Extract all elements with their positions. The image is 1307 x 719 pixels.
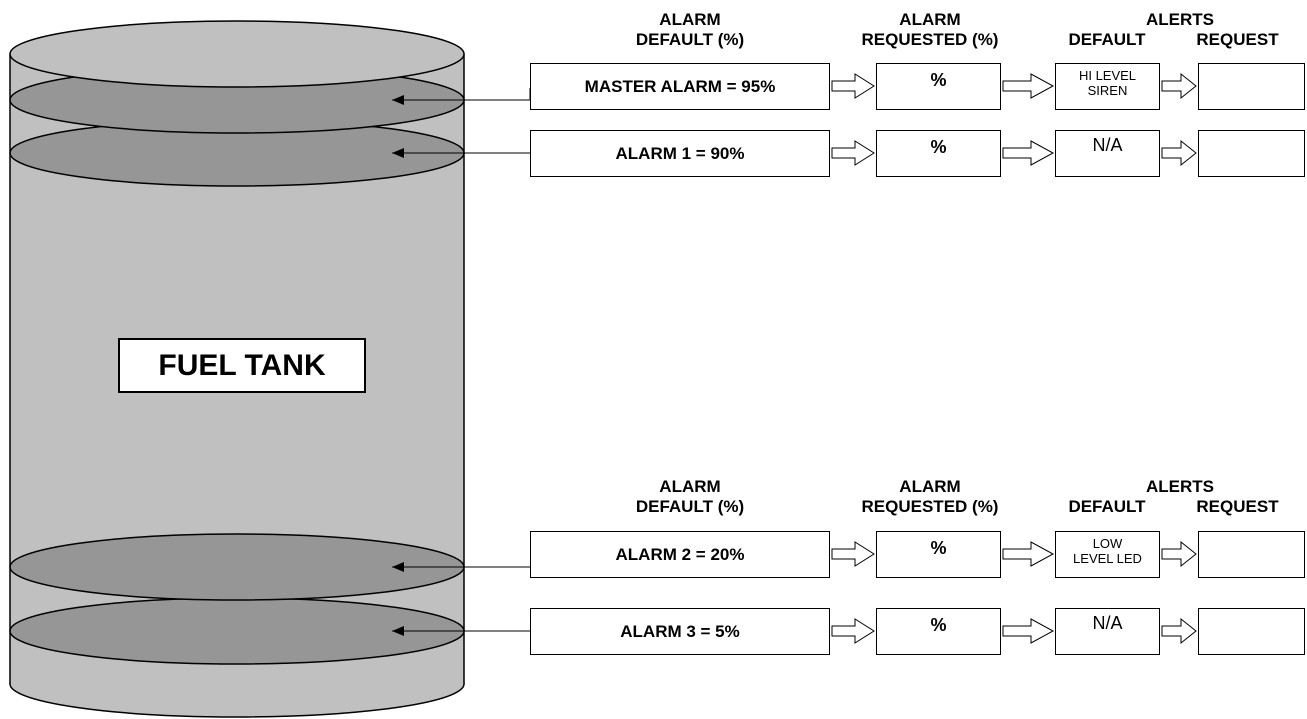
arrow-default-to-requested: [831, 618, 875, 644]
header-alarm-requested-line2: REQUESTED (%): [861, 497, 999, 516]
arrow-alert-default-to-request: [1161, 72, 1197, 100]
alarm-default-box-master: MASTER ALARM = 95%: [530, 63, 830, 110]
alert-default-line2: SIREN: [1087, 83, 1128, 98]
tank-label: FUEL TANK: [118, 338, 366, 393]
arrow-default-to-requested: [831, 73, 875, 99]
pointer-alarm-1: [392, 148, 530, 158]
header-alerts-request: REQUEST: [1196, 497, 1279, 516]
alert-default-box-alarm-2: LOW LEVEL LED: [1055, 531, 1160, 578]
arrow-requested-to-alert: [1002, 618, 1055, 644]
arrow-requested-to-alert: [1002, 541, 1055, 567]
header-alerts-default: DEFAULT: [1068, 30, 1146, 49]
alert-default-box-alarm-3: N/A: [1055, 608, 1160, 655]
alert-default-line2: LEVEL LED: [1073, 551, 1142, 566]
alarm-requested-input-alarm-3[interactable]: %: [876, 608, 1001, 655]
alert-request-input-master[interactable]: [1198, 63, 1305, 110]
header-alarm-requested-line2: REQUESTED (%): [861, 30, 999, 49]
alert-request-input-alarm-2[interactable]: [1198, 531, 1305, 578]
alarm-requested-input-master[interactable]: %: [876, 63, 1001, 110]
header-alarm-requested-line1: ALARM: [899, 477, 961, 496]
header-alarm-default-line1: ALARM: [659, 477, 721, 496]
alarm-default-box-alarm-3: ALARM 3 = 5%: [530, 608, 830, 655]
pointer-alarm-2: [392, 562, 530, 572]
alert-default-box-master: HI LEVEL SIREN: [1055, 63, 1160, 110]
alert-default-line1: LOW: [1092, 536, 1123, 551]
alarm-requested-input-alarm-2[interactable]: %: [876, 531, 1001, 578]
arrow-alert-default-to-request: [1161, 617, 1197, 645]
alert-request-input-alarm-1[interactable]: [1198, 130, 1305, 177]
arrow-alert-default-to-request: [1161, 540, 1197, 568]
header-alarm-requested-line1: ALARM: [899, 10, 961, 29]
tank-top-ellipse: [9, 20, 465, 88]
arrow-alert-default-to-request: [1161, 139, 1197, 167]
header-alarm-default-line2: DEFAULT (%): [635, 30, 745, 49]
alert-default-box-alarm-1: N/A: [1055, 130, 1160, 177]
pointer-alarm-3: [392, 626, 530, 636]
alarm-default-box-alarm-1: ALARM 1 = 90%: [530, 130, 830, 177]
alarm-requested-input-alarm-1[interactable]: %: [876, 130, 1001, 177]
header-alerts: ALERTS: [1146, 10, 1214, 29]
header-alarm-default-line2: DEFAULT (%): [635, 497, 745, 516]
header-alerts-default: DEFAULT: [1068, 497, 1146, 516]
alert-default-line1: HI LEVEL: [1078, 68, 1137, 83]
arrow-requested-to-alert: [1002, 140, 1055, 166]
alarm-default-box-alarm-2: ALARM 2 = 20%: [530, 531, 830, 578]
header-alerts-request: REQUEST: [1196, 30, 1279, 49]
arrow-default-to-requested: [831, 140, 875, 166]
pointer-master-alarm: [392, 88, 531, 105]
alert-request-input-alarm-3[interactable]: [1198, 608, 1305, 655]
header-alarm-default-line1: ALARM: [659, 10, 721, 29]
arrow-default-to-requested: [831, 541, 875, 567]
arrow-requested-to-alert: [1002, 73, 1055, 99]
header-alerts: ALERTS: [1146, 477, 1214, 496]
